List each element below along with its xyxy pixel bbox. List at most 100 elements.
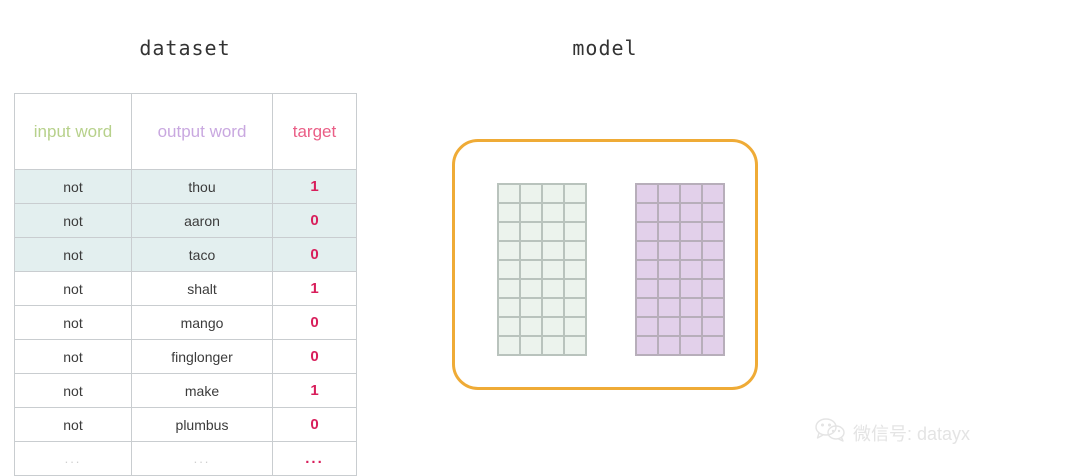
cell-input-word: not [14,237,132,272]
table-row: not mango 0 [14,305,357,340]
matrix-cell [565,223,585,240]
matrix-cell [637,318,657,335]
matrix-cell [637,185,657,202]
cell-input-word: not [14,407,132,442]
matrix-cell [499,299,519,316]
matrix-cell [499,318,519,335]
matrix-cell [681,242,701,259]
watermark: 微信号: datayx [815,418,970,447]
cell-target: 0 [272,305,357,340]
dataset-panel-title: dataset [139,36,231,60]
matrix-cell [703,204,723,221]
cell-output-word-ellipsis: ... [131,441,273,476]
matrix-cell [521,337,541,354]
matrix-cell [543,337,563,354]
model-panel-title: model [572,36,638,60]
matrix-cell [521,261,541,278]
matrix-cell [637,261,657,278]
watermark-text: 微信号: datayx [853,423,971,444]
matrix-cell [681,299,701,316]
table-row: not finglonger 0 [14,339,357,374]
matrix-cell [659,318,679,335]
context-matrix-purple [635,183,725,356]
matrix-cell [681,337,701,354]
matrix-cell [565,185,585,202]
matrix-cell [543,280,563,297]
matrix-cell [703,318,723,335]
matrix-cell [521,280,541,297]
matrix-cell [681,204,701,221]
cell-target: 0 [272,203,357,238]
matrix-cell [637,337,657,354]
cell-target: 1 [272,169,357,204]
table-row: not shalt 1 [14,271,357,306]
matrix-cell [659,261,679,278]
matrix-cell [681,185,701,202]
dataset-table-header-row: input word output word target [14,93,357,170]
matrix-cell [521,204,541,221]
matrix-cell [703,299,723,316]
matrix-cell [521,223,541,240]
dataset-table: input word output word target not thou 1… [14,93,357,476]
cell-input-word: not [14,305,132,340]
matrix-cell [543,299,563,316]
embedding-matrix-green [497,183,587,356]
table-row: not thou 1 [14,169,357,204]
column-header-input-word: input word [14,93,132,170]
matrix-cell [703,280,723,297]
cell-output-word: taco [131,237,273,272]
cell-input-word: not [14,339,132,374]
wechat-icon [815,418,845,447]
matrix-cell [703,223,723,240]
cell-input-word: not [14,203,132,238]
column-header-output-word: output word [131,93,273,170]
matrix-cell [521,318,541,335]
matrix-cell [565,261,585,278]
matrix-cell [543,261,563,278]
matrix-cell [659,280,679,297]
matrix-cell [659,299,679,316]
matrix-cell [565,242,585,259]
cell-target: 0 [272,339,357,374]
matrix-cell [499,185,519,202]
matrix-cell [637,204,657,221]
matrix-cell [681,280,701,297]
matrix-cell [565,280,585,297]
cell-input-word-ellipsis: ... [14,441,132,476]
matrix-cell [637,299,657,316]
cell-output-word: make [131,373,273,408]
cell-target-ellipsis: ... [272,441,357,476]
cell-input-word: not [14,271,132,306]
matrix-cell [499,204,519,221]
cell-target: 0 [272,407,357,442]
model-container [452,139,758,390]
table-row-ellipsis: ... ... ... [14,441,357,476]
matrix-cell [543,318,563,335]
table-row: not make 1 [14,373,357,408]
matrix-cell [565,318,585,335]
matrix-cell [565,337,585,354]
matrix-cell [659,223,679,240]
matrix-cell [521,299,541,316]
matrix-cell [703,261,723,278]
cell-target: 1 [272,373,357,408]
matrix-cell [543,223,563,240]
cell-output-word: finglonger [131,339,273,374]
matrix-cell [499,280,519,297]
cell-input-word: not [14,169,132,204]
matrix-cell [521,185,541,202]
matrix-cell [659,204,679,221]
matrix-cell [499,261,519,278]
matrix-cell [637,223,657,240]
matrix-cell [703,337,723,354]
matrix-cell [659,185,679,202]
cell-output-word: plumbus [131,407,273,442]
matrix-cell [659,242,679,259]
cell-output-word: mango [131,305,273,340]
table-row: not aaron 0 [14,203,357,238]
matrix-cell [703,185,723,202]
table-row: not taco 0 [14,237,357,272]
cell-output-word: aaron [131,203,273,238]
matrix-cell [499,337,519,354]
matrix-cell [637,242,657,259]
